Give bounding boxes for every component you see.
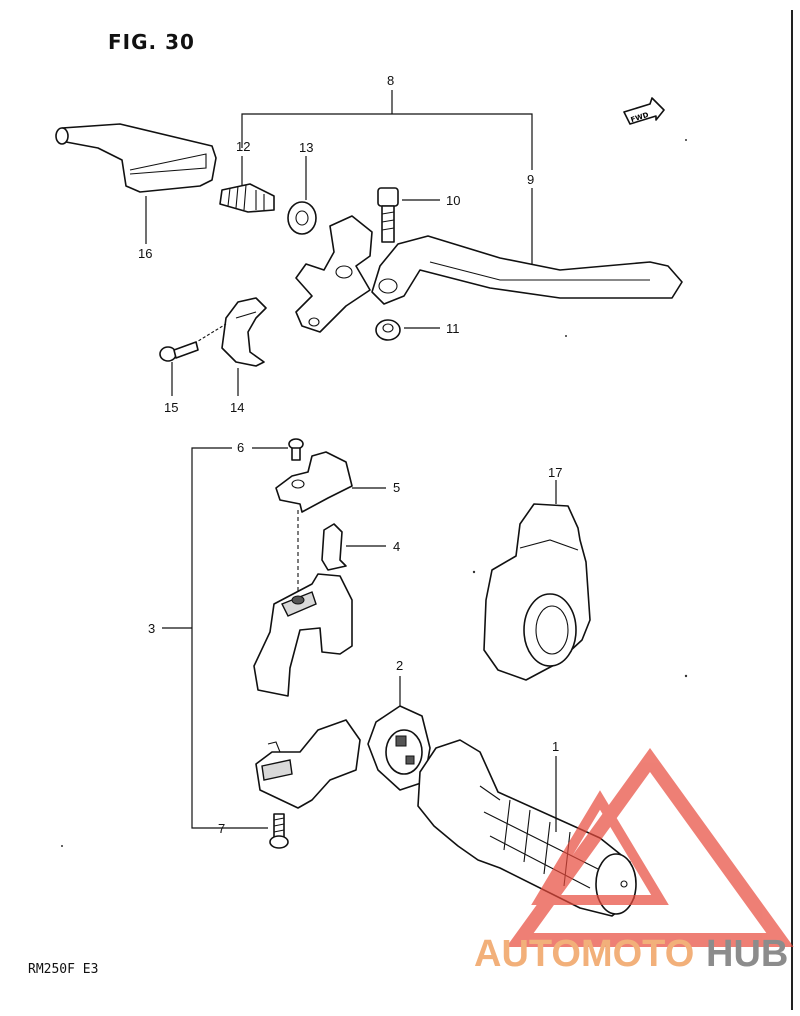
callout-11: 11 <box>446 321 460 336</box>
callout-15: 15 <box>164 400 178 415</box>
callout-1: 1 <box>552 739 559 754</box>
part-4-clip <box>321 523 347 571</box>
part-11-nut <box>375 319 401 341</box>
callout-10: 10 <box>446 193 460 208</box>
lever-holder-bracket <box>295 215 373 333</box>
figure-title: FIG. 30 <box>108 30 195 54</box>
part-17-housing-cover <box>483 503 591 681</box>
callout-13: 13 <box>299 140 313 155</box>
part-15-screw <box>159 341 199 362</box>
callout-3: 3 <box>148 621 155 636</box>
callout-14: 14 <box>230 400 244 415</box>
part-3-holder-lower <box>255 719 361 809</box>
part-3-holder-upper <box>253 573 353 697</box>
watermark-text-automoto: AUTOMOTO <box>474 933 694 975</box>
callout-16: 16 <box>138 246 152 261</box>
part-13-lock-nut <box>287 201 317 235</box>
part-5-plate <box>275 451 353 513</box>
part-14-clamp <box>221 297 267 367</box>
watermark-text-hub: HUB <box>706 933 788 975</box>
callout-9: 9 <box>527 172 534 187</box>
part-9-clutch-lever <box>371 235 683 305</box>
callout-8: 8 <box>387 73 394 88</box>
callout-17: 17 <box>548 465 562 480</box>
part-10-pivot-bolt <box>377 187 399 243</box>
callout-2: 2 <box>396 658 403 673</box>
fwd-arrow-icon: FWD <box>623 97 665 125</box>
part-6-screw <box>288 438 304 461</box>
part-2-ring <box>367 705 431 791</box>
callout-4: 4 <box>393 539 400 554</box>
callout-12: 12 <box>236 139 250 154</box>
model-code: RM250F E3 <box>28 962 99 977</box>
part-16-lever-cover <box>55 123 217 193</box>
part-12-cable-adjuster <box>219 183 275 213</box>
callout-5: 5 <box>393 480 400 495</box>
part-7-screw <box>269 813 289 849</box>
callout-7: 7 <box>218 821 225 836</box>
watermark-logo <box>506 748 794 947</box>
callout-6: 6 <box>237 440 244 455</box>
